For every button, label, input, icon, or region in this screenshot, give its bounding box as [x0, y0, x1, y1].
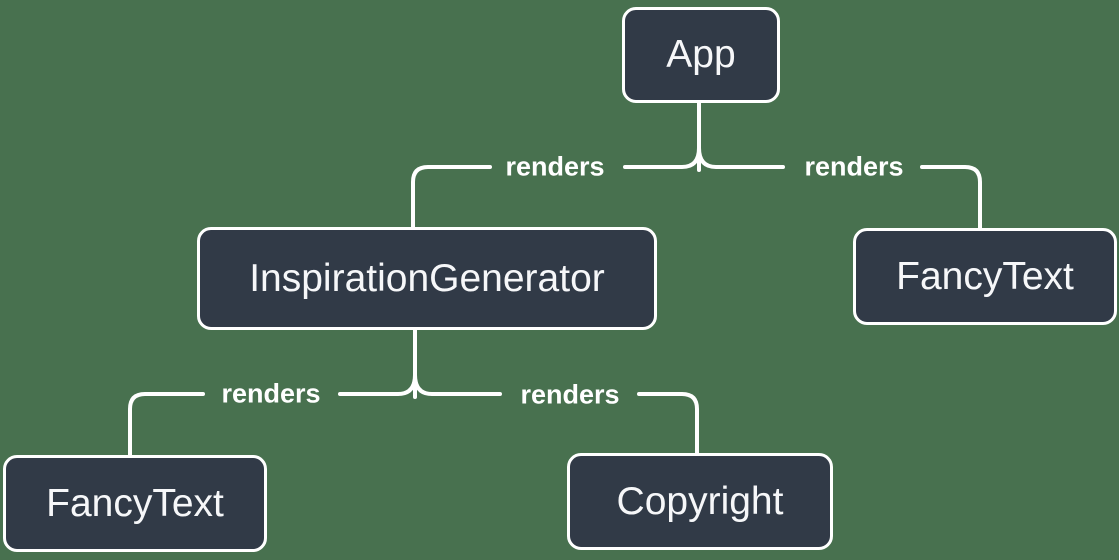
node-copyright-label: Copyright — [616, 479, 784, 523]
node-fancy-text-left-label: FancyText — [46, 481, 224, 525]
node-app: App — [622, 7, 780, 103]
node-fancy-text-right: FancyText — [853, 228, 1117, 325]
edge-app-right-branch — [697, 146, 785, 169]
node-inspiration-generator-label: InspirationGenerator — [249, 256, 605, 300]
edge-inspirationgenerator-to-fancytext — [128, 392, 205, 457]
edge-label-app-fancytext: renders — [804, 151, 904, 182]
edge-inspirationgenerator-to-copyright — [637, 392, 699, 455]
node-copyright: Copyright — [567, 453, 833, 550]
edge-label-inspirationgenerator-fancytext: renders — [221, 378, 321, 409]
edge-inspirationgenerator-left-branch — [338, 373, 417, 396]
node-inspiration-generator: InspirationGenerator — [197, 227, 657, 330]
edge-app-to-fancytext — [920, 165, 982, 230]
node-app-label: App — [666, 33, 736, 76]
edge-app-to-inspirationgenerator — [411, 165, 492, 229]
edge-label-inspirationgenerator-copyright: renders — [520, 379, 620, 410]
edge-app-left-branch — [623, 146, 701, 169]
node-fancy-text-left: FancyText — [3, 455, 267, 552]
edge-inspirationgenerator-right-branch — [413, 373, 502, 396]
node-fancy-text-right-label: FancyText — [896, 254, 1074, 298]
edge-label-app-inspirationgenerator: renders — [505, 151, 605, 182]
